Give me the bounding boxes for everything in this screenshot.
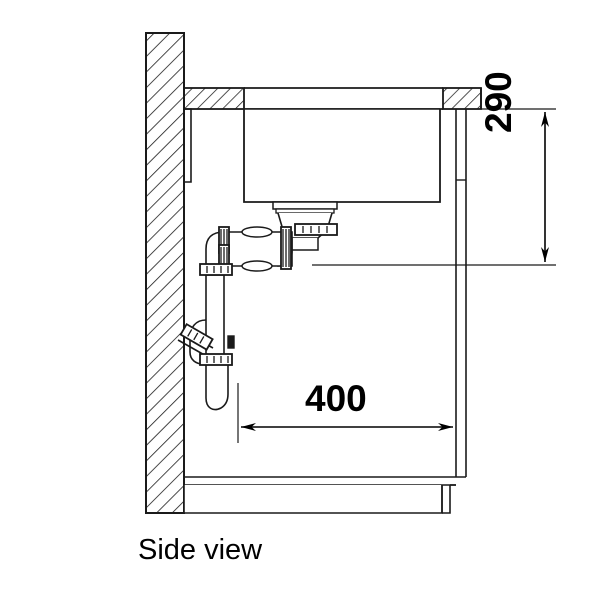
cabinet-left-panel-outline (184, 108, 192, 183)
sink-bowl (243, 108, 441, 203)
countertop-assembly (183, 87, 482, 110)
drain-flange (272, 201, 338, 210)
dimension-290 (312, 108, 556, 266)
siphon-assembly (177, 223, 338, 411)
plinth-outline (183, 485, 443, 514)
siphon-trap-bowl (205, 362, 229, 411)
cabinet-left-panel (184, 108, 192, 183)
collar-nut-6 (227, 335, 235, 349)
siphon-collar-nuts (179, 223, 338, 366)
drain-outlet-spigot (291, 238, 319, 251)
collar-nut-3 (294, 223, 338, 236)
collar-nut-5 (199, 353, 233, 366)
dimension-400 (237, 383, 453, 443)
sink-bowl-outline (243, 109, 441, 203)
collar-nut-4-ribs (206, 266, 229, 273)
collar-nut-2-ribs (282, 229, 290, 267)
collar-nut-7 (179, 322, 214, 351)
collar-nut-5-ribs (206, 356, 229, 363)
plinth-right-recess (441, 485, 451, 514)
wall-hatched-body (145, 32, 185, 514)
collar-nut-diagonal-group (179, 322, 214, 351)
siphon-chamber-top (241, 226, 273, 238)
countertop-left-hatched (183, 87, 245, 110)
wall-section (145, 32, 185, 514)
countertop-right-hatched (442, 87, 482, 110)
collar-nut-3-ribs (302, 226, 328, 233)
siphon-chamber-bottom (241, 260, 273, 272)
plinth-toe-kick (183, 484, 456, 514)
collar-nut-7-ribs (187, 329, 205, 344)
drain-gasket (275, 208, 335, 214)
collar-nut-4 (199, 263, 233, 276)
siphon-downpipe (205, 275, 225, 362)
